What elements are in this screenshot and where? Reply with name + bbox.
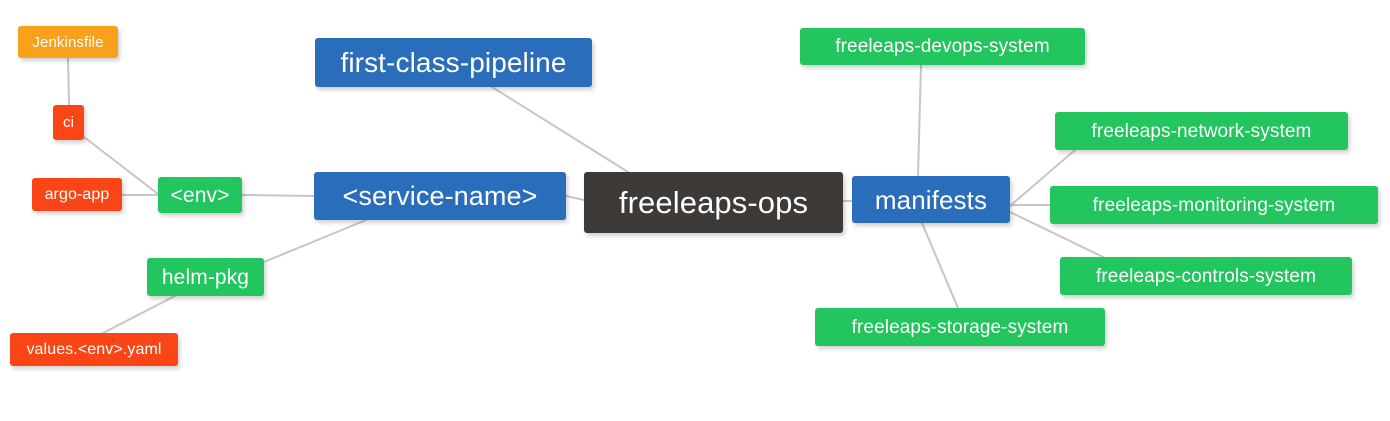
edge-service-name-to-freeleaps-ops [565, 195, 585, 201]
node-label: <service-name> [342, 180, 538, 211]
node-label: freeleaps-controls-system [1095, 265, 1317, 287]
node-first-class-pipeline[interactable]: first-class-pipeline [315, 38, 592, 87]
node-devops-system[interactable]: freeleaps-devops-system [800, 28, 1085, 65]
node-env[interactable]: <env> [158, 177, 242, 213]
edge-jenkinsfile-to-ci [67, 57, 70, 106]
node-label: freeleaps-network-system [1091, 120, 1312, 142]
node-helm-pkg[interactable]: helm-pkg [147, 258, 264, 296]
node-storage-system[interactable]: freeleaps-storage-system [815, 308, 1105, 346]
edge-manifests-to-devops-system [917, 64, 922, 177]
node-label: freeleaps-devops-system [835, 36, 1050, 57]
node-label: manifests [874, 184, 988, 215]
edge-env-to-service-name [241, 194, 315, 197]
node-network-system[interactable]: freeleaps-network-system [1055, 112, 1348, 150]
node-controls-system[interactable]: freeleaps-controls-system [1060, 257, 1352, 295]
node-label: freeleaps-monitoring-system [1092, 194, 1336, 216]
node-freeleaps-ops[interactable]: freeleaps-ops [584, 172, 843, 233]
edge-service-name-to-helm-pkg [263, 219, 367, 263]
node-values-yaml[interactable]: values.<env>.yaml [10, 333, 178, 366]
node-label: argo-app [44, 185, 110, 203]
node-label: <env> [170, 183, 230, 207]
node-manifests[interactable]: manifests [852, 176, 1010, 223]
node-jenkinsfile[interactable]: Jenkinsfile [18, 26, 118, 58]
edge-helm-pkg-to-values-yaml [102, 295, 176, 334]
node-label: freeleaps-ops [618, 185, 809, 220]
edge-first-class-pipeline-to-freeleaps-ops [491, 86, 629, 173]
node-monitoring-system[interactable]: freeleaps-monitoring-system [1050, 186, 1378, 224]
node-ci[interactable]: ci [53, 105, 84, 140]
edge-manifests-to-storage-system [921, 222, 959, 309]
node-label: ci [62, 114, 75, 131]
node-label: helm-pkg [161, 265, 250, 289]
node-argo-app[interactable]: argo-app [32, 178, 122, 211]
node-service-name[interactable]: <service-name> [314, 172, 566, 220]
node-label: first-class-pipeline [340, 46, 567, 78]
node-label: freeleaps-storage-system [851, 316, 1069, 338]
node-label: Jenkinsfile [32, 33, 104, 51]
node-label: values.<env>.yaml [26, 340, 162, 358]
